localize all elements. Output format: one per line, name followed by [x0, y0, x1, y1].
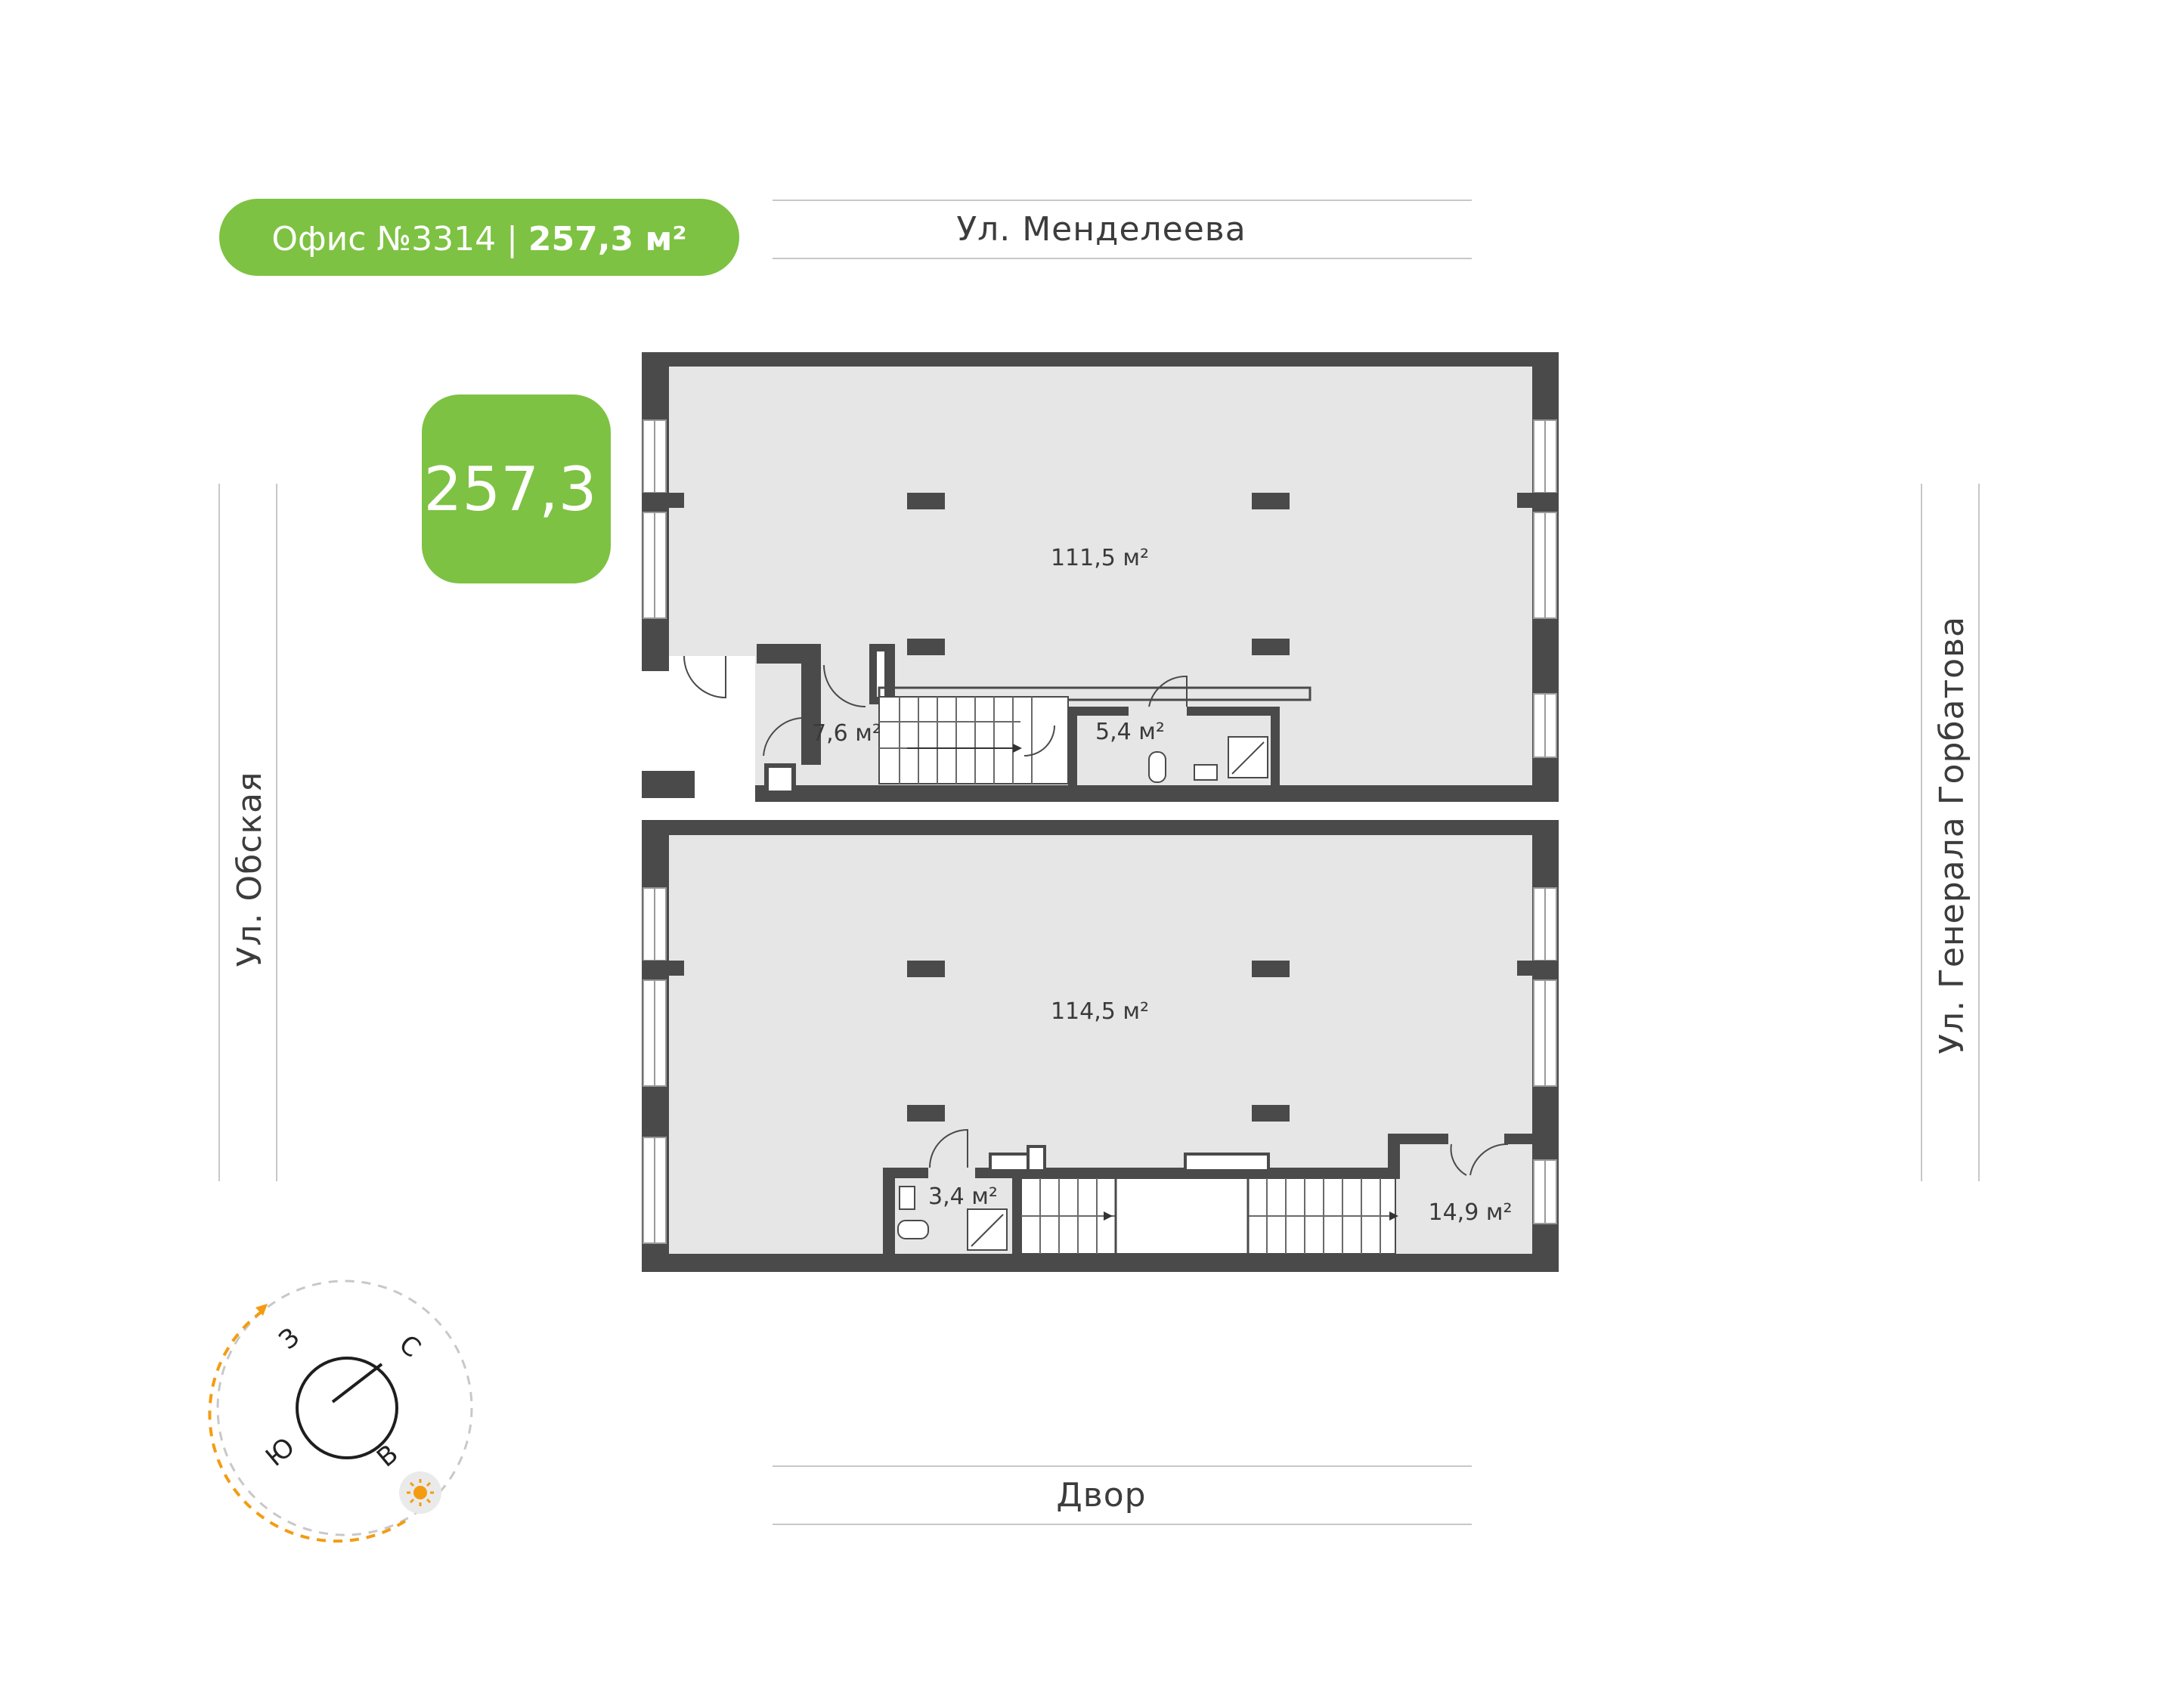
column [907, 1105, 945, 1122]
street-top: Ул. Менделеева [773, 200, 1472, 259]
compass-south: Ю [260, 1431, 301, 1472]
column [907, 639, 945, 655]
door-icon [1469, 1143, 1509, 1176]
compass-north: С [393, 1329, 426, 1364]
compass-needle [331, 1363, 383, 1403]
room-label-lower-main: 114,5 м² [1051, 998, 1149, 1025]
sun-icon [399, 1471, 441, 1514]
office-label: Офис №3314 | [271, 220, 528, 258]
room-label-upper-hall: 7,6 м² [812, 720, 881, 747]
door-icon [929, 1128, 968, 1168]
column [907, 961, 945, 977]
column [1252, 961, 1290, 977]
street-top-label: Ул. Менделеева [956, 210, 1246, 249]
lower-hall-room [1400, 1144, 1532, 1254]
compass-east: В [371, 1439, 404, 1474]
upper-left-windows [643, 419, 667, 619]
door-icon [763, 717, 802, 757]
office-badge: Офис №3314 | 257,3 м² [219, 199, 739, 276]
upper-stairs [879, 697, 1033, 784]
column [1252, 493, 1290, 509]
column [1252, 1105, 1290, 1122]
column [907, 493, 945, 509]
compass-west: З [274, 1322, 305, 1356]
sun-path [208, 1310, 410, 1543]
sink-icon [899, 1186, 915, 1210]
office-area: 257,3 м² [528, 220, 687, 258]
lower-left-windows [643, 887, 667, 1244]
column [1252, 639, 1290, 655]
street-left: Ул. Обская [218, 484, 277, 1181]
total-area-badge-background [422, 395, 611, 583]
street-bottom: Двор [773, 1465, 1472, 1525]
compass-ring [296, 1357, 398, 1459]
lower-floor-plan: 114,5 м² 3,4 м² 14,9 м² [642, 820, 1559, 1272]
door-icon [823, 664, 866, 707]
lower-right-windows [1533, 887, 1557, 1224]
total-area-value: 257,3 [423, 454, 596, 524]
door-icon [1148, 675, 1188, 707]
total-area-badge: 257,3 [422, 395, 611, 583]
street-right-label: Ул. Генерала Горбатова [1933, 616, 1971, 1054]
upper-right-windows [1533, 419, 1557, 758]
street-right: Ул. Генерала Горбатова [1921, 484, 1980, 1181]
door-icon [1450, 1143, 1467, 1176]
room-label-lower-bath: 3,4 м² [928, 1184, 998, 1210]
room-label-upper-bath: 5,4 м² [1095, 719, 1165, 745]
street-left-label: Ул. Обская [231, 772, 269, 967]
upper-floor-plan: 111,5 м² 7,6 м² 5,4 м² [642, 352, 1559, 802]
room-label-lower-hall: 14,9 м² [1429, 1199, 1513, 1226]
door-icon [683, 655, 726, 699]
toilet-icon [897, 1220, 929, 1239]
office-badge-background [219, 199, 739, 276]
room-label-upper-main: 111,5 м² [1051, 545, 1149, 571]
compass: З С Ю В [208, 1279, 473, 1543]
street-bottom-label: Двор [1056, 1476, 1146, 1515]
toilet-icon [1148, 751, 1166, 783]
door-icon [1023, 725, 1055, 757]
office-badge-text: Офис №3314 | 257,3 м² [271, 220, 686, 258]
sink-icon [1194, 764, 1218, 781]
